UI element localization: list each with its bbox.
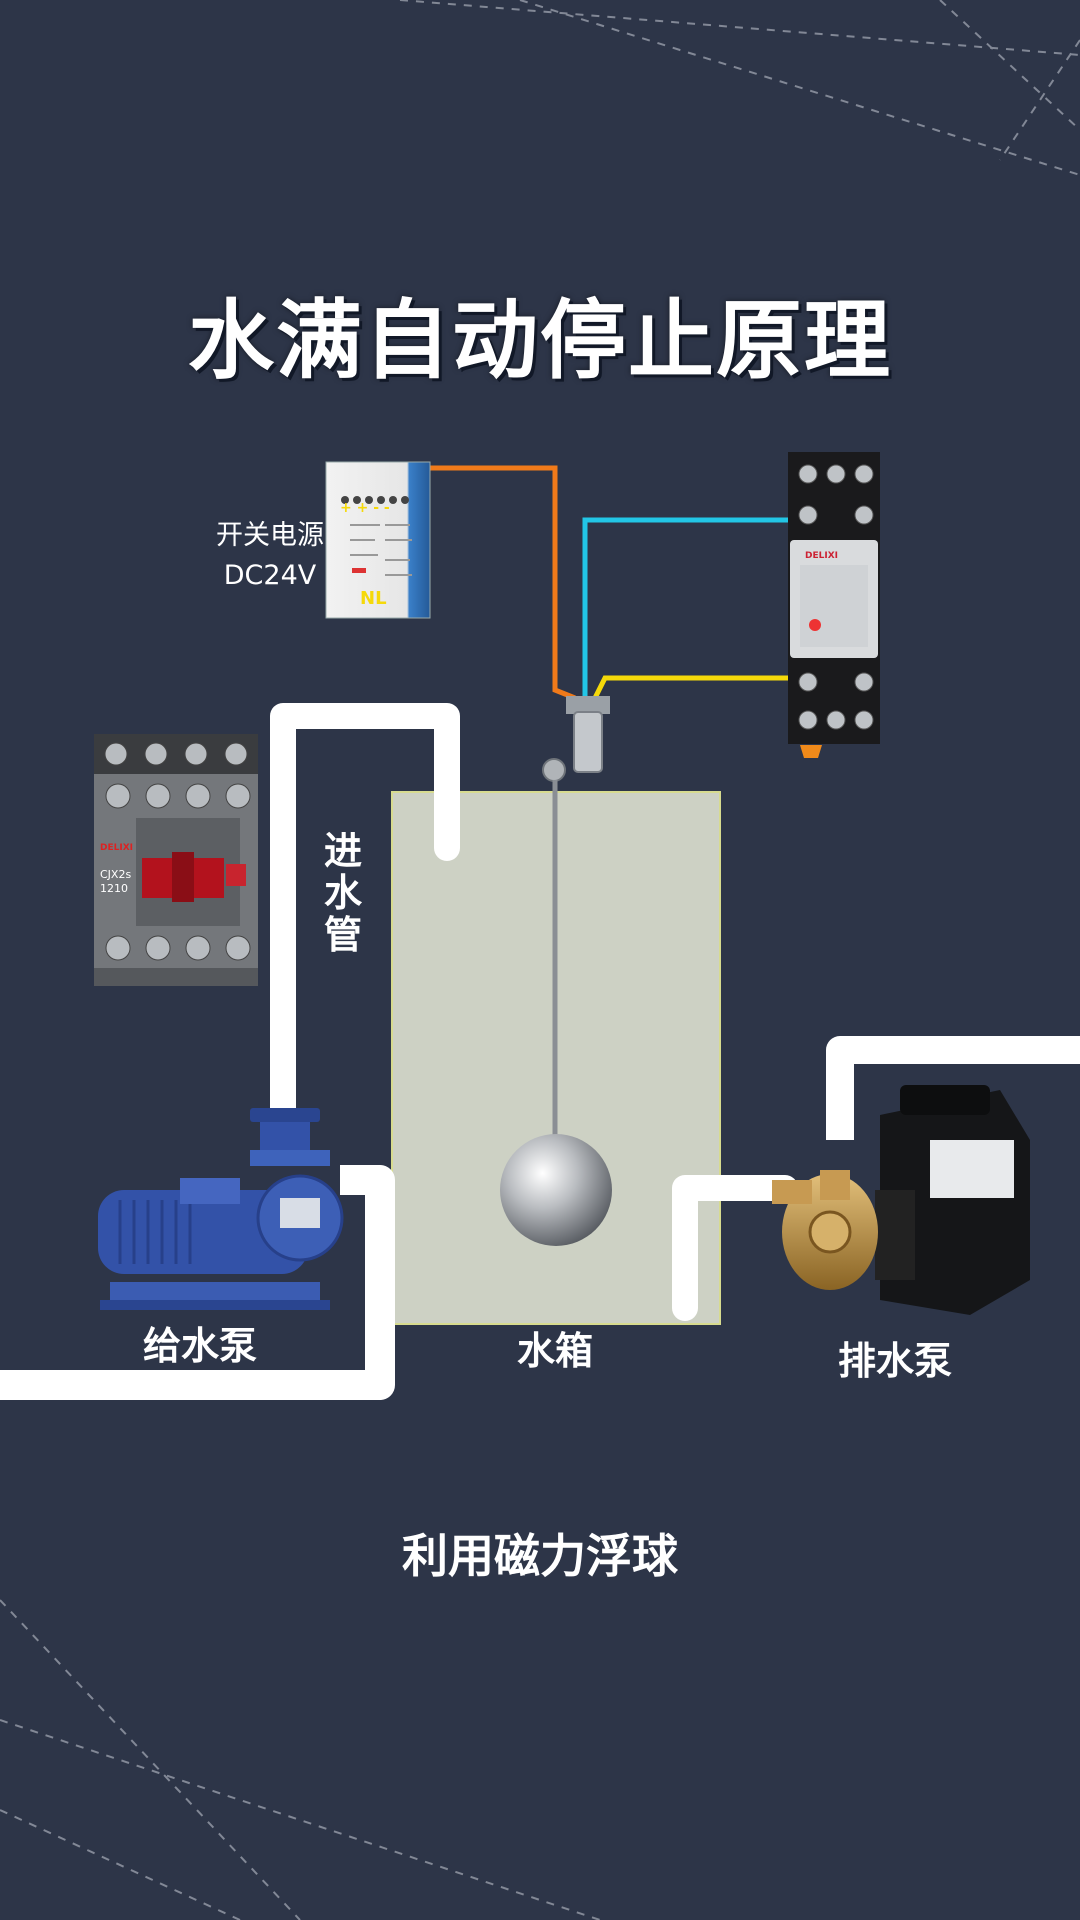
- psu-terminal-label: NL: [360, 588, 387, 609]
- caption: 利用磁力浮球: [402, 1529, 678, 1583]
- drain-outlet-pipe: [672, 1175, 798, 1321]
- supply-pump: [98, 1108, 344, 1310]
- drain-pump: [772, 1085, 1030, 1315]
- power-supply-label-line1: 开关电源: [216, 520, 324, 551]
- contactor-rating: 1210: [100, 882, 128, 895]
- relay-brand: DELIXI: [805, 551, 838, 561]
- yellow-wire: [592, 675, 808, 718]
- supply-pipe: [0, 1165, 395, 1400]
- drain-pump-label: 排水泵: [837, 1339, 952, 1383]
- inlet-pipe: [270, 703, 460, 1138]
- float-ball: [500, 1134, 612, 1246]
- power-supply-label: 开关电源 DC24V: [200, 516, 340, 596]
- magnetic-float-switch: [500, 696, 612, 1246]
- contactor-model: CJX2s: [100, 868, 131, 881]
- inlet-pipe-label: 进水管: [323, 829, 362, 957]
- drain-discharge-pipe: [826, 1036, 1080, 1140]
- tank-label: 水箱: [516, 1329, 593, 1373]
- power-supply-label-line2: DC24V: [223, 560, 317, 591]
- supply-pump-label: 给水泵: [142, 1324, 257, 1368]
- switching-power-supply: + + - - NL: [325, 461, 431, 619]
- contactor-brand: DELIXI: [100, 843, 133, 853]
- page-title: 水满自动停止原理: [188, 291, 892, 391]
- ac-contactor: DELIXI CJX2s 1210: [94, 734, 258, 986]
- relay: DELIXI: [788, 452, 880, 758]
- svg-text:+ + - -: + + - -: [340, 500, 390, 516]
- cyan-wire: [582, 517, 805, 698]
